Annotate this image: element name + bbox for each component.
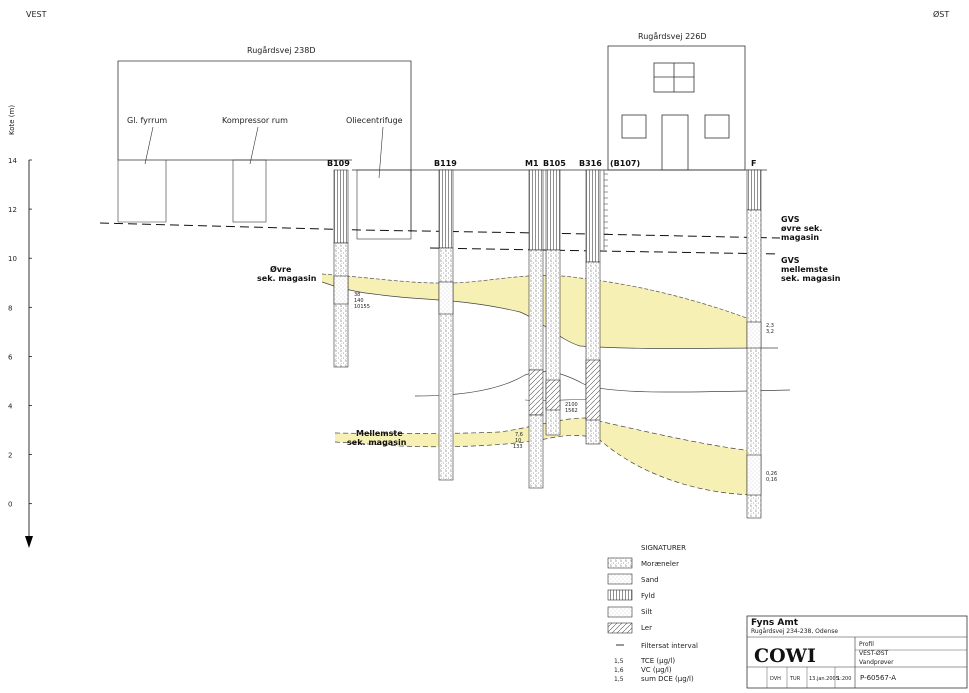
- gvs-upper-label: magasin: [781, 233, 819, 242]
- building-right-label: Rugårdsvej 226D: [638, 31, 707, 41]
- room-label: Oliecentrifuge: [346, 116, 403, 125]
- borehole-m1: [528, 169, 544, 489]
- borehole-label: B316: [579, 159, 602, 168]
- elevation-axis: Kote (m) 14 12 10 8 6 4 2 0: [8, 105, 33, 548]
- axis-title: Kote (m): [8, 105, 16, 135]
- layer-boundary: [414, 371, 791, 397]
- vc-value: 10: [515, 438, 521, 444]
- borehole-label: F: [751, 159, 756, 168]
- axis-tick-label: 10: [8, 255, 17, 263]
- borehole-b107: [603, 170, 608, 250]
- building-left-label: Rugårdsvej 238D: [247, 45, 316, 55]
- measurement-f-upper: 2,3 3,2: [766, 323, 774, 335]
- gvs-mid-label: GVS: [781, 256, 800, 265]
- vc-value: 2100: [565, 402, 578, 408]
- dce-value: 133: [513, 444, 523, 450]
- borehole-label: (B107): [610, 159, 640, 168]
- vc-value: 2,3: [766, 323, 774, 329]
- gvs-upper-label: øvre sek.: [781, 224, 822, 233]
- room-label: Kompressor rum: [222, 116, 288, 125]
- building-left: Rugårdsvej 238D: [117, 45, 412, 232]
- scale: 1:200: [837, 676, 851, 682]
- title-block: Fyns Amt Rugårdsvej 234-238, Odense COWI…: [746, 615, 968, 689]
- dce-value: 1562: [565, 408, 578, 414]
- client-address: Rugårdsvej 234-238, Odense: [751, 628, 838, 635]
- vc-value: 0,26: [766, 471, 777, 477]
- axis-tick-label: 4: [8, 403, 13, 411]
- legend-item: VC (µg/l): [641, 666, 672, 674]
- middle-aquifer-label: Mellemste: [356, 429, 403, 438]
- measurement-m1: 7,6 10 133: [513, 432, 523, 450]
- drawn-by: DVH: [770, 676, 781, 682]
- borehole-label: B119: [434, 159, 457, 168]
- client-name: Fyns Amt: [751, 618, 799, 628]
- borehole-label: B105: [543, 159, 566, 168]
- legend-item: TCE (µg/l): [640, 657, 675, 665]
- axis-arrow-icon: [25, 536, 33, 548]
- room-label: Gl. fyrrum: [127, 116, 167, 125]
- measurement-b105: 2100 1562: [565, 402, 578, 414]
- dce-value: 0,16: [766, 477, 777, 483]
- tce-value: 38: [354, 292, 360, 298]
- checked-by: TUR: [789, 676, 801, 682]
- legend-item: Silt: [641, 608, 652, 616]
- legend-title: SIGNATURER: [641, 544, 686, 552]
- subject: Vandprøver: [859, 659, 894, 666]
- room-labels: Gl. fyrrum Kompressor rum Oliecentrifuge: [127, 116, 403, 179]
- gvs-mid-label: sek. magasin: [781, 274, 841, 283]
- profile-name: VEST-ØST: [859, 650, 889, 657]
- tce-value: 7,6: [515, 432, 523, 438]
- legend-item: Filtersat interval: [641, 642, 698, 650]
- window-icon: [621, 114, 647, 139]
- east-label: ØST: [933, 9, 949, 19]
- legend: SIGNATURER Moræneler Sand Fyld Silt Ler …: [607, 544, 698, 683]
- borehole-f: [746, 169, 762, 519]
- gvs-middle-line: [429, 247, 781, 255]
- borehole-b109: [333, 169, 349, 368]
- gvs-mid-label: mellemste: [781, 265, 829, 274]
- profile-label: Profil: [859, 641, 874, 648]
- upper-aquifer-label: sek. magasin: [257, 274, 317, 283]
- vc-value: 140: [354, 298, 364, 304]
- middle-aquifer-label: sek. magasin: [347, 438, 407, 447]
- company-logo: COWI: [754, 645, 816, 667]
- borehole-b105: [545, 169, 561, 436]
- borehole-b316: [585, 169, 601, 445]
- measurement-b109: 38 140 10155: [354, 292, 370, 310]
- date: 13.jan.2005: [809, 676, 839, 682]
- silt-swatch: [607, 606, 633, 618]
- legend-item: sum DCE (µg/l): [641, 675, 694, 683]
- borehole-label: M1: [525, 159, 539, 168]
- tce-legend-value: 1,5: [614, 658, 624, 665]
- borehole-labels: B109 B119 M1 B105 B316 (B107) F: [327, 159, 756, 168]
- borehole-b119: [438, 169, 454, 481]
- dce-value: 10155: [354, 304, 370, 310]
- measurement-f-lower: 0,26 0,16: [766, 471, 777, 483]
- fyld-swatch: [607, 589, 633, 601]
- axis-tick-label: 6: [8, 353, 13, 361]
- vc-legend-value: 1,6: [614, 667, 624, 674]
- axis-tick-label: 2: [8, 452, 12, 460]
- axis-tick-label: 8: [8, 304, 12, 312]
- project-number: P-60567-A: [860, 674, 896, 682]
- legend-item: Fyld: [641, 592, 655, 600]
- legend-item: Moræneler: [641, 560, 679, 568]
- ler-swatch: [607, 622, 633, 634]
- axis-tick-label: 14: [8, 157, 17, 165]
- legend-item: Sand: [641, 576, 659, 584]
- sand-swatch: [607, 573, 633, 585]
- borehole-label: B109: [327, 159, 350, 168]
- west-label: VEST: [26, 10, 47, 19]
- moraene-swatch: [607, 557, 633, 569]
- dce-value: 3,2: [766, 329, 774, 335]
- upper-aquifer-label: Øvre: [270, 264, 292, 274]
- axis-tick-label: 0: [8, 501, 12, 509]
- legend-item: Ler: [641, 624, 652, 632]
- dce-legend-value: 1,5: [614, 676, 624, 683]
- axis-tick-label: 12: [8, 206, 17, 214]
- gvs-upper-label: GVS: [781, 215, 800, 224]
- window-icon: [704, 114, 730, 139]
- building-right: Rugårdsvej 226D: [607, 31, 746, 171]
